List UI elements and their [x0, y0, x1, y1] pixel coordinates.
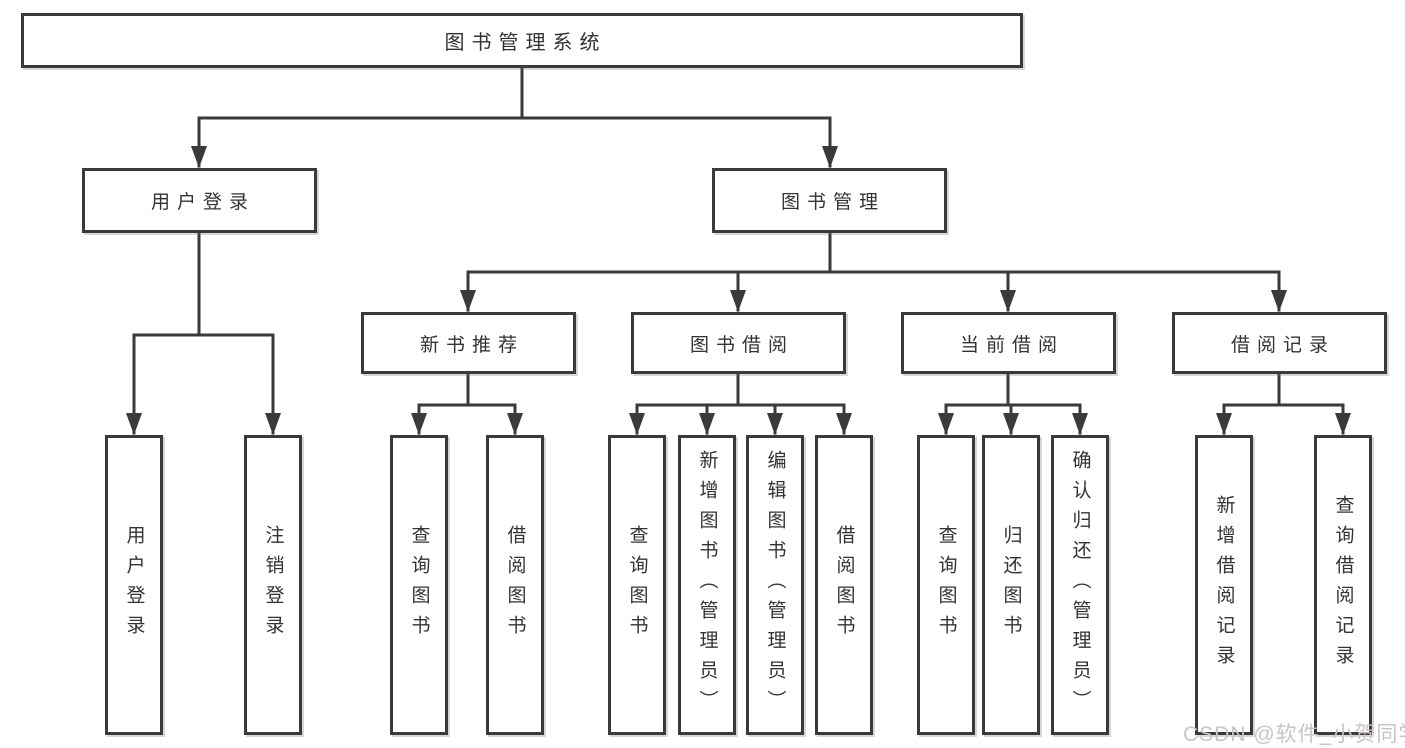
node-current-borrowing: 当前借阅: [901, 312, 1116, 374]
leaf-logout-login: 注销登录: [244, 435, 302, 735]
arrow-down-icon: [507, 413, 523, 435]
leaf-add-borrow-record: 新增借阅记录: [1195, 435, 1253, 735]
node-borrowing-records: 借阅记录: [1172, 312, 1387, 374]
arrow-down-icon: [126, 413, 142, 435]
leaf-edit-book-admin: 编辑图书（管理员）: [746, 435, 804, 735]
arrow-down-icon: [1000, 290, 1016, 312]
connector-book-borrow-branch: [635, 372, 846, 435]
connector-user-login-branch: [132, 231, 275, 435]
arrow-down-icon: [938, 413, 954, 435]
node-book-borrowing: 图书借阅: [631, 312, 846, 374]
leaf-user-login: 用户登录: [105, 435, 163, 735]
arrow-down-icon: [822, 146, 838, 168]
node-library-management-system: 图书管理系统: [21, 13, 1023, 68]
leaf-confirm-return-admin: 确认归还（管理员）: [1051, 435, 1109, 735]
arrow-down-icon: [699, 413, 715, 435]
arrow-down-icon: [460, 290, 476, 312]
arrow-down-icon: [767, 413, 783, 435]
connector-new-book-branch: [417, 372, 517, 435]
leaf-query-books-recommend: 查询图书: [390, 435, 448, 735]
arrow-down-icon: [629, 413, 645, 435]
arrow-down-icon: [836, 413, 852, 435]
arrow-down-icon: [1335, 413, 1351, 435]
connector-root-to-level2: [197, 66, 832, 168]
leaf-return-book: 归还图书: [982, 435, 1040, 735]
arrow-down-icon: [265, 413, 281, 435]
leaf-query-borrow-record: 查询借阅记录: [1314, 435, 1372, 735]
node-new-book-recommend: 新书推荐: [361, 312, 576, 374]
connector-borrow-record-branch: [1222, 372, 1345, 435]
arrow-down-icon: [1072, 413, 1088, 435]
leaf-add-book-admin: 新增图书（管理员）: [678, 435, 736, 735]
csdn-watermark: CSDN @软件_小贺同学: [1183, 723, 1405, 746]
connector-book-management-branch: [466, 231, 1281, 312]
arrow-down-icon: [730, 290, 746, 312]
leaf-borrow-books-recommend: 借阅图书: [486, 435, 544, 735]
leaf-query-books-borrowing: 查询图书: [608, 435, 666, 735]
arrow-down-icon: [191, 146, 207, 168]
arrow-down-icon: [1216, 413, 1232, 435]
arrow-down-icon: [1003, 413, 1019, 435]
leaf-query-books-current: 查询图书: [917, 435, 975, 735]
arrow-down-icon: [1271, 290, 1287, 312]
node-user-login: 用户登录: [82, 168, 317, 233]
leaf-borrow-books-borrowing: 借阅图书: [815, 435, 873, 735]
node-book-management: 图书管理: [712, 168, 947, 233]
arrow-down-icon: [411, 413, 427, 435]
